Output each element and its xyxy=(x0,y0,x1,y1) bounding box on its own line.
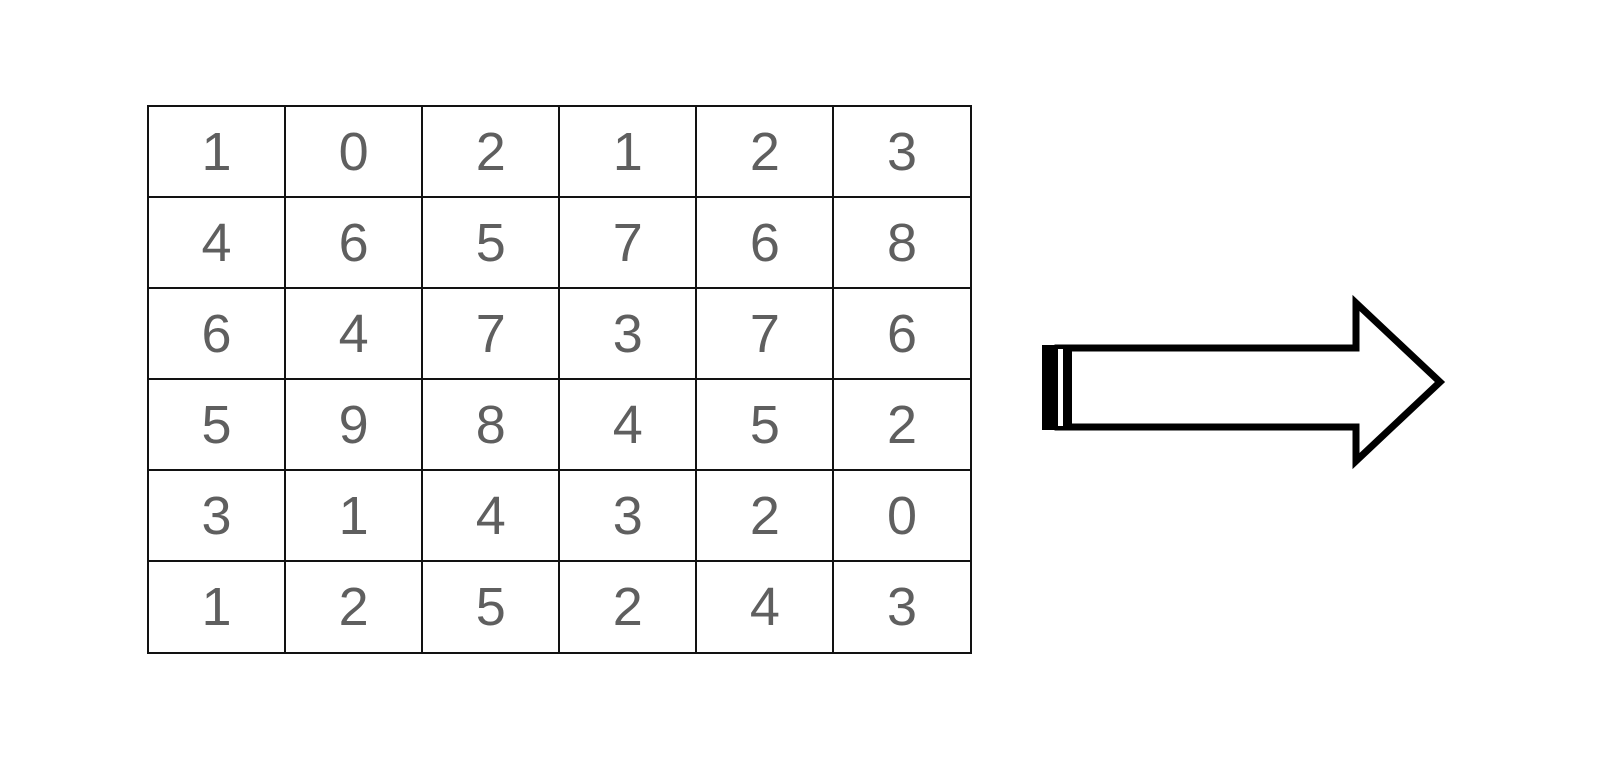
grid-cell[interactable]: 5 xyxy=(421,196,561,290)
grid-cell[interactable]: 5 xyxy=(146,378,287,472)
grid-cell[interactable]: 0 xyxy=(284,104,424,199)
right-arrow-icon xyxy=(1036,292,1448,472)
arrow-tail-cap xyxy=(1042,345,1072,430)
grid-cell[interactable]: 0 xyxy=(832,469,972,563)
grid-cell[interactable]: 6 xyxy=(695,196,835,290)
grid-cell[interactable]: 1 xyxy=(558,104,698,199)
grid-cell[interactable]: 2 xyxy=(421,104,561,199)
grid-cell[interactable]: 5 xyxy=(695,378,835,472)
grid-cell[interactable]: 1 xyxy=(146,104,287,199)
grid-cell[interactable]: 7 xyxy=(421,287,561,381)
grid-cell[interactable]: 3 xyxy=(832,104,972,199)
grid-cell[interactable]: 2 xyxy=(695,104,835,199)
arrow-tail-slit xyxy=(1058,349,1063,426)
grid-cell[interactable]: 1 xyxy=(146,560,287,654)
grid-cell[interactable]: 3 xyxy=(558,287,698,381)
grid-cell[interactable]: 4 xyxy=(558,378,698,472)
grid-cell[interactable]: 2 xyxy=(695,469,835,563)
arrow-outline xyxy=(1054,294,1446,470)
number-grid: 1 0 2 1 2 3 4 6 5 7 6 8 6 4 7 3 7 6 5 9 … xyxy=(146,104,972,654)
grid-cell[interactable]: 3 xyxy=(832,560,972,654)
grid-cell[interactable]: 2 xyxy=(832,378,972,472)
grid-cell[interactable]: 4 xyxy=(695,560,835,654)
grid-cell[interactable]: 8 xyxy=(832,196,972,290)
grid-cell[interactable]: 8 xyxy=(421,378,561,472)
grid-cell[interactable]: 2 xyxy=(558,560,698,654)
grid-cell[interactable]: 6 xyxy=(146,287,287,381)
table-row: 6 4 7 3 7 6 xyxy=(146,287,972,381)
grid-cell[interactable]: 9 xyxy=(284,378,424,472)
table-row: 1 2 5 2 4 3 xyxy=(146,560,972,654)
table-row: 5 9 8 4 5 2 xyxy=(146,378,972,472)
table-row: 1 0 2 1 2 3 xyxy=(146,104,972,199)
table-row: 3 1 4 3 2 0 xyxy=(146,469,972,563)
number-grid-body: 1 0 2 1 2 3 4 6 5 7 6 8 6 4 7 3 7 6 5 9 … xyxy=(146,104,972,654)
grid-cell[interactable]: 2 xyxy=(284,560,424,654)
grid-cell[interactable]: 4 xyxy=(284,287,424,381)
grid-cell[interactable]: 6 xyxy=(832,287,972,381)
grid-cell[interactable]: 7 xyxy=(558,196,698,290)
grid-cell[interactable]: 4 xyxy=(421,469,561,563)
grid-cell[interactable]: 3 xyxy=(146,469,287,563)
grid-cell[interactable]: 5 xyxy=(421,560,561,654)
grid-cell[interactable]: 3 xyxy=(558,469,698,563)
grid-cell[interactable]: 7 xyxy=(695,287,835,381)
grid-cell[interactable]: 4 xyxy=(146,196,287,290)
grid-cell[interactable]: 1 xyxy=(284,469,424,563)
grid-cell[interactable]: 6 xyxy=(284,196,424,290)
table-row: 4 6 5 7 6 8 xyxy=(146,196,972,290)
